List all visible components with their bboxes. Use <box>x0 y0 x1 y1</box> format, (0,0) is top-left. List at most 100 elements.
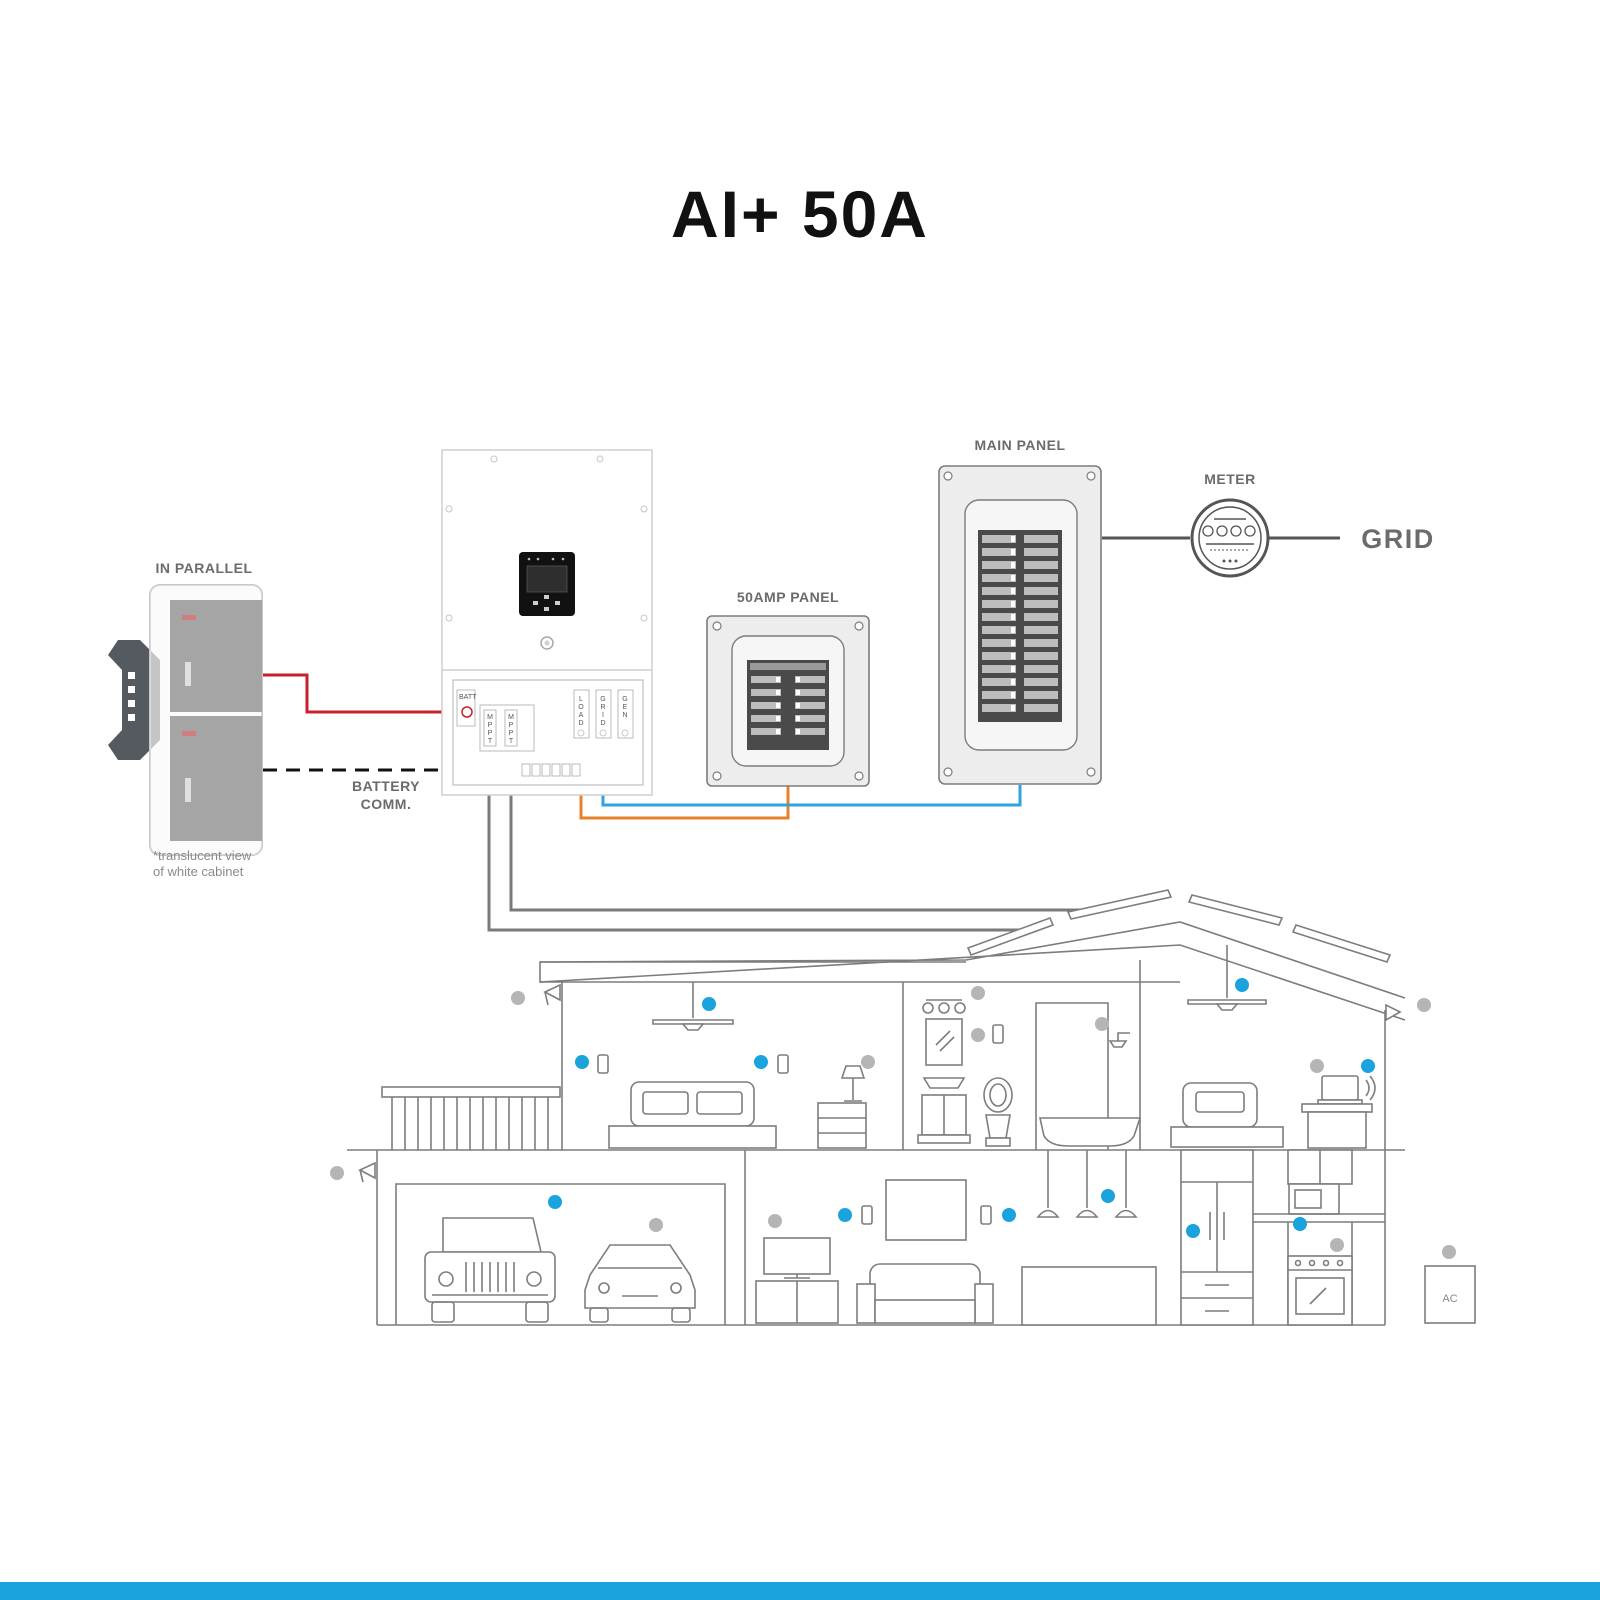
backup-load-dot <box>1002 1208 1016 1222</box>
wall-light-icon <box>1385 1003 1402 1022</box>
backup-load-dot <box>575 1055 589 1069</box>
outlet-icon <box>597 1054 609 1074</box>
breaker-switch <box>982 574 1016 582</box>
breaker-switch <box>982 613 1016 621</box>
vanity-light-icon <box>922 999 966 1014</box>
breaker-switch <box>982 665 1016 673</box>
porch-railing <box>391 1097 549 1150</box>
breaker-switch <box>1024 600 1058 608</box>
pendant-lights-icon <box>1036 1150 1138 1218</box>
breaker-handle <box>1011 614 1015 620</box>
grid-load-dot <box>1310 1059 1324 1073</box>
shower-tub-icon <box>1035 1002 1142 1150</box>
pv-wire-2 <box>509 747 1095 912</box>
grid-load-dot <box>330 1166 344 1180</box>
breaker-handle <box>1011 588 1015 594</box>
desk-laptop-icon <box>1301 1075 1376 1149</box>
backup-load-dot <box>1235 978 1249 992</box>
grid-load-dot <box>971 1028 985 1042</box>
grid-letter: G <box>600 696 605 703</box>
outlet-icon <box>992 1024 1004 1044</box>
load-letter: D <box>578 720 583 727</box>
breaker-handle <box>1011 575 1015 581</box>
ac-label: AC <box>1442 1293 1457 1305</box>
load-letter: O <box>578 704 584 711</box>
meter-label: METER <box>1204 471 1256 487</box>
breaker-handle <box>1011 627 1015 633</box>
translucent-note-line1: *translucent view <box>153 848 252 863</box>
backup-load-dot <box>1361 1059 1375 1073</box>
breaker-handle <box>1011 653 1015 659</box>
grid-load-dot <box>1442 1245 1456 1259</box>
backup-load-dot <box>1293 1217 1307 1231</box>
grid-load-dot <box>511 991 525 1005</box>
breaker-handle <box>1011 640 1015 646</box>
wall-picture-icon <box>885 1179 967 1241</box>
grid-load-dot <box>1330 1238 1344 1252</box>
backup-load-dot <box>548 1195 562 1209</box>
main-panel-label: MAIN PANEL <box>974 437 1065 453</box>
grid-load-dot <box>1417 998 1431 1012</box>
house-illustration: AC <box>330 889 1476 1326</box>
gen-letter: E <box>623 704 628 711</box>
toilet-icon <box>983 1077 1013 1147</box>
main-panel: MAIN PANEL <box>938 437 1102 785</box>
breaker-switch <box>982 535 1016 543</box>
breaker-switch <box>1024 665 1058 673</box>
breaker-switch <box>1024 678 1058 686</box>
breaker-switch <box>982 652 1016 660</box>
battery-comm-label-line2: COMM. <box>361 796 412 812</box>
breaker-switch <box>1024 574 1058 582</box>
ceiling-fan-icon <box>652 982 734 1031</box>
grid-load-dot <box>1095 1017 1109 1031</box>
meter-icon <box>1190 498 1270 578</box>
bed-icon <box>608 1081 777 1149</box>
breaker-switch <box>982 704 1016 712</box>
backup-load-dot <box>1101 1189 1115 1203</box>
grid-load-dot <box>971 986 985 1000</box>
page-title: AI+ 50A <box>671 177 929 251</box>
grid-letter: R <box>600 704 605 711</box>
breaker-switch <box>1024 626 1058 634</box>
breaker-handle <box>1011 692 1015 698</box>
backup-load-dot <box>702 997 716 1011</box>
mppt1-letter: P <box>488 722 493 729</box>
inverter-unit: BATT M P P T M P P T L O A D G R I D G E <box>441 449 653 796</box>
mppt2-letter: T <box>509 738 514 745</box>
breaker-switch <box>982 626 1016 634</box>
breaker-handle <box>1011 679 1015 685</box>
breaker-handle <box>1011 549 1015 555</box>
wall-light-icon <box>358 1161 376 1183</box>
mppt1-letter: T <box>488 738 493 745</box>
solar-panels <box>966 889 1392 963</box>
backup-load-dot <box>754 1055 768 1069</box>
grid-load-dot <box>649 1218 663 1232</box>
in-parallel-label: IN PARALLEL <box>155 560 252 576</box>
grid-port <box>595 689 612 739</box>
50amp-panel: 50AMP PANEL <box>706 589 870 787</box>
mppt2-letter: P <box>509 730 514 737</box>
breaker-switch <box>1024 639 1058 647</box>
outlet-icon <box>777 1054 789 1074</box>
breaker-switch <box>982 639 1016 647</box>
breaker-switch <box>1024 535 1058 543</box>
backup-load-dot <box>1186 1224 1200 1238</box>
50amp-panel-label: 50AMP PANEL <box>737 589 839 605</box>
breaker-switch <box>1024 548 1058 556</box>
oven-range-icon <box>1287 1255 1353 1326</box>
breaker-handle <box>1011 666 1015 672</box>
breaker-switch <box>1024 691 1058 699</box>
load-letter: A <box>579 712 584 719</box>
breaker-handle <box>1011 536 1015 542</box>
sink-cabinet-icon <box>917 1077 971 1144</box>
tv-stand-icon <box>755 1237 839 1324</box>
breaker-switch <box>982 600 1016 608</box>
translucent-note-line2: of white cabinet <box>153 864 244 879</box>
accent-bar <box>0 1582 1600 1600</box>
grid-letter: I <box>602 712 604 719</box>
breaker-switch <box>982 587 1016 595</box>
gen-letter: G <box>622 696 627 703</box>
car-icon <box>584 1244 696 1323</box>
